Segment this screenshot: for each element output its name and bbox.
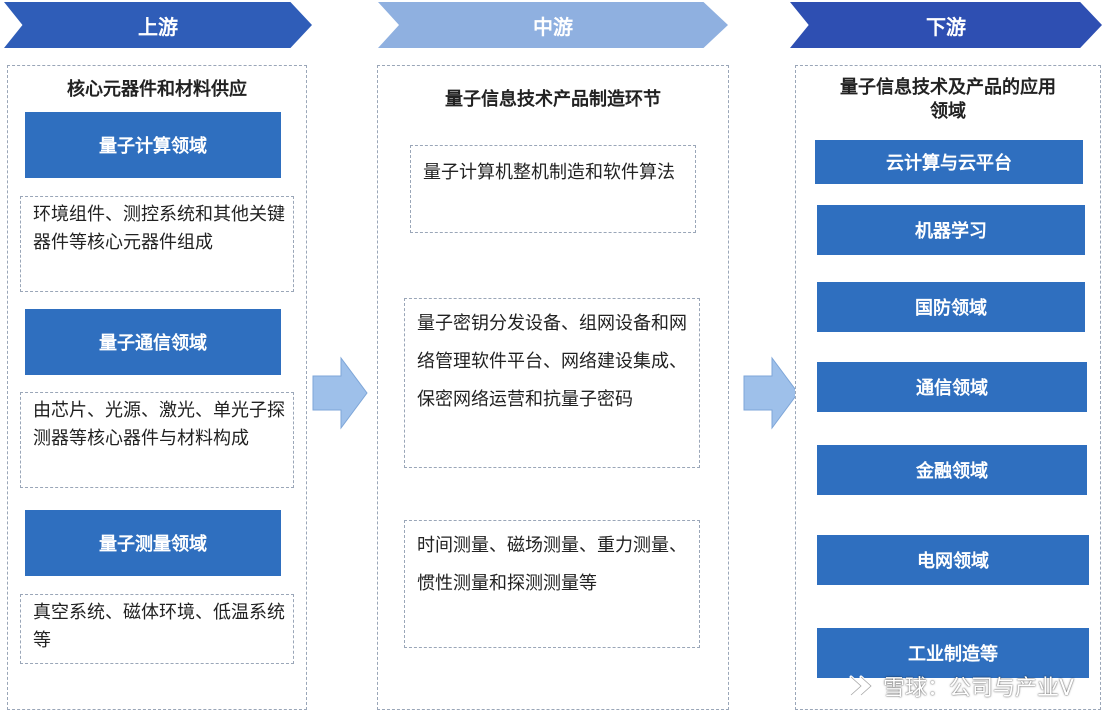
text-label: 环境组件、测控系统和其他关键器件等核心元器件组成: [33, 204, 285, 253]
downstream-panel: 量子信息技术及产品的应用领域 云计算与云平台 机器学习 国防领域 通信领域 金融…: [795, 65, 1101, 710]
midstream-item-quantum-computing: 量子计算机整机制造和软件算法: [410, 145, 696, 233]
item-label: 通信领域: [916, 378, 988, 399]
watermark-text: 雪球：公司与产业V: [882, 676, 1074, 701]
item-label: 云计算与云平台: [886, 153, 1012, 174]
downstream-item-machine-learning: 机器学习: [817, 205, 1085, 255]
text-label: 由芯片、光源、激光、单光子探测器等核心器件与材料构成: [33, 400, 285, 449]
upstream-text-quantum-communication: 由芯片、光源、激光、单光子探测器等核心器件与材料构成: [20, 392, 294, 488]
upstream-heading-quantum-communication: 量子通信领域: [25, 309, 281, 375]
downstream-label: 下游: [926, 14, 966, 39]
midstream-panel: 量子信息技术产品制造环节 量子计算机整机制造和软件算法 量子密钥分发设备、组网设…: [377, 65, 729, 710]
item-label: 金融领域: [916, 461, 988, 482]
midstream-title: 量子信息技术产品制造环节: [445, 89, 661, 110]
downstream-item-manufacturing: 工业制造等: [817, 628, 1089, 678]
item-text: 时间测量、磁场测量、重力测量、惯性测量和探测测量等: [417, 535, 687, 594]
heading-label: 量子通信领域: [99, 333, 207, 354]
upstream-label: 上游: [138, 14, 178, 39]
upstream-title: 核心元器件和材料供应: [67, 79, 247, 100]
upstream-banner: 上游: [4, 2, 312, 48]
upstream-heading-quantum-computing: 量子计算领域: [25, 112, 281, 178]
upstream-heading-quantum-measurement: 量子测量领域: [25, 510, 281, 576]
text-label: 真空系统、磁体环境、低温系统等: [33, 602, 285, 651]
item-label: 工业制造等: [908, 644, 998, 665]
downstream-title: 量子信息技术及产品的应用领域: [836, 76, 1060, 124]
item-text: 量子计算机整机制造和软件算法: [423, 162, 675, 183]
watermark: 雪球：公司与产业V: [847, 670, 1074, 702]
midstream-item-quantum-measurement: 时间测量、磁场测量、重力测量、惯性测量和探测测量等: [404, 520, 700, 648]
upstream-text-quantum-measurement: 真空系统、磁体环境、低温系统等: [20, 594, 294, 664]
snowball-icon: [849, 675, 874, 697]
downstream-item-finance: 金融领域: [817, 445, 1087, 495]
midstream-label: 中游: [533, 14, 573, 39]
item-text: 量子密钥分发设备、组网设备和网络管理软件平台、网络建设集成、保密网络运营和抗量子…: [417, 313, 687, 410]
downstream-item-communication: 通信领域: [817, 362, 1087, 412]
item-label: 国防领域: [915, 298, 987, 319]
midstream-banner: 中游: [378, 2, 728, 48]
heading-label: 量子计算领域: [99, 136, 207, 157]
arrow-right-icon: [743, 356, 799, 430]
upstream-text-quantum-computing: 环境组件、测控系统和其他关键器件等核心元器件组成: [20, 196, 294, 292]
upstream-panel: 核心元器件和材料供应 量子计算领域 环境组件、测控系统和其他关键器件等核心元器件…: [7, 65, 307, 710]
item-label: 电网领域: [917, 551, 989, 572]
item-label: 机器学习: [915, 221, 987, 242]
downstream-item-cloud: 云计算与云平台: [815, 140, 1083, 184]
midstream-item-quantum-communication: 量子密钥分发设备、组网设备和网络管理软件平台、网络建设集成、保密网络运营和抗量子…: [404, 298, 700, 468]
downstream-banner: 下游: [790, 2, 1102, 48]
arrow-right-icon: [312, 356, 368, 430]
title-text: 量子信息技术及产品的应用领域: [840, 77, 1056, 122]
heading-label: 量子测量领域: [99, 534, 207, 555]
downstream-item-defense: 国防领域: [817, 282, 1085, 332]
downstream-item-grid: 电网领域: [817, 535, 1089, 585]
